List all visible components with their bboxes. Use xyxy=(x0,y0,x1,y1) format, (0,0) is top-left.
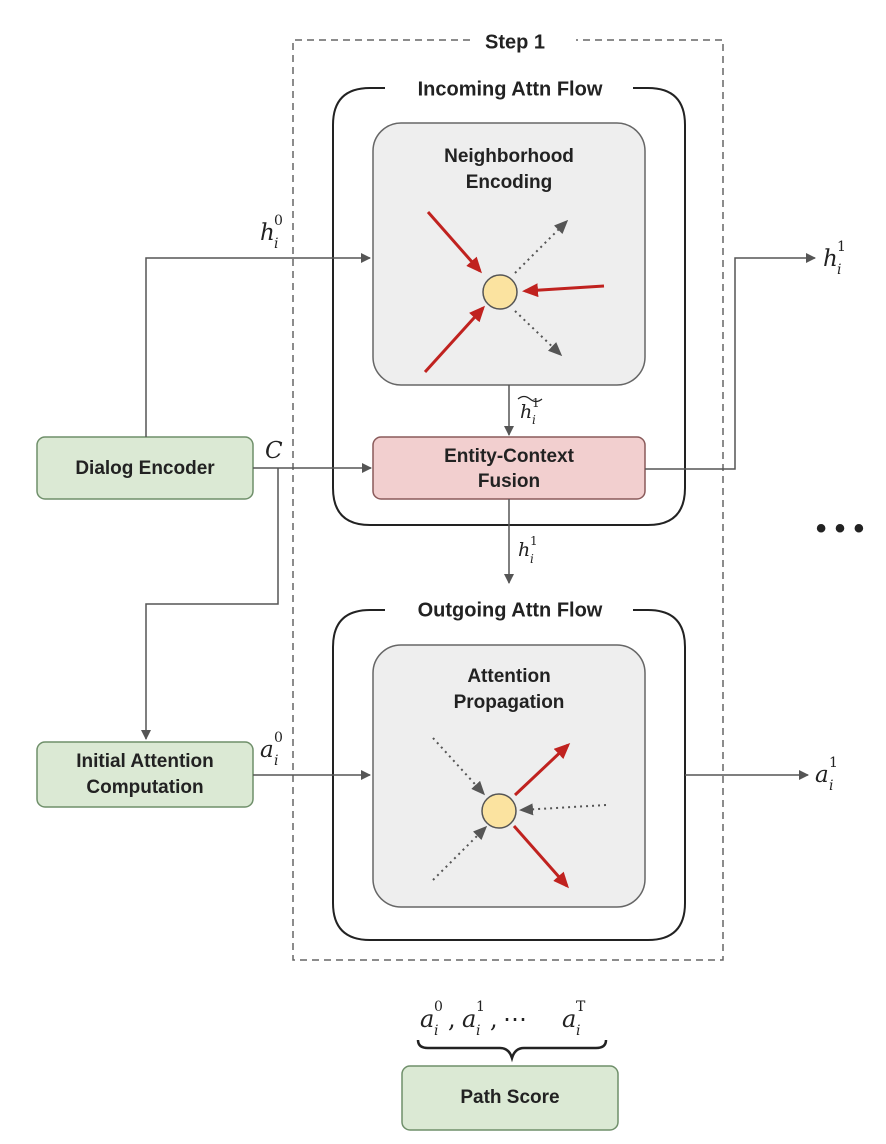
arrow-encoder-to-initial xyxy=(141,468,279,740)
dialog-encoder-label: Dialog Encoder xyxy=(75,458,215,479)
arrow-encoder-to-neighborhood xyxy=(145,253,371,437)
svg-text:a: a xyxy=(260,737,274,763)
path-score-box: Path Score xyxy=(401,1065,619,1131)
arrow-fusion-to-h-out xyxy=(645,253,816,470)
step-label: Step 1 xyxy=(485,31,545,53)
svg-text:i: i xyxy=(530,552,534,566)
a-out-label: a 1 i xyxy=(815,755,838,794)
fusion-line1: Entity-Context xyxy=(444,446,575,467)
svg-text:0: 0 xyxy=(274,730,283,746)
neighborhood-encoding-box: Neighborhood Encoding xyxy=(372,122,646,386)
svg-text:i: i xyxy=(476,1023,480,1039)
outgoing-attn-flow-title: Outgoing Attn Flow xyxy=(418,599,603,621)
c-label: C xyxy=(265,438,283,464)
svg-text:a: a xyxy=(462,1005,476,1033)
ellipsis: • • • xyxy=(816,512,864,545)
initial-attention-box: Initial Attention Computation xyxy=(36,741,254,808)
svg-text:h: h xyxy=(520,401,532,423)
underbrace xyxy=(416,1039,608,1063)
h-out-label: h 1 i xyxy=(823,239,846,278)
svg-text:,: , xyxy=(490,1005,498,1033)
attention-propagation-line1: Attention xyxy=(467,666,550,687)
svg-text:T: T xyxy=(576,999,586,1015)
step-region: Step 1 xyxy=(292,31,724,961)
svg-text:0: 0 xyxy=(274,213,283,229)
svg-text:1: 1 xyxy=(837,239,846,255)
dialog-encoder-box: Dialog Encoder xyxy=(36,436,254,500)
a-in-label: a 0 i xyxy=(260,730,283,769)
h-tilde-label: h 1 i xyxy=(517,395,543,427)
dotted-in-arrow-1 xyxy=(432,737,486,796)
neighborhood-encoding-line2: Encoding xyxy=(466,172,553,193)
svg-text:,: , xyxy=(448,1005,456,1033)
svg-text:i: i xyxy=(837,262,841,278)
svg-text:⋯: ⋯ xyxy=(503,1005,527,1033)
attention-propagation-box: Attention Propagation xyxy=(372,644,646,908)
svg-text:i: i xyxy=(829,778,833,794)
svg-text:h: h xyxy=(518,539,530,561)
dotted-arrow-up xyxy=(514,219,569,274)
svg-text:a: a xyxy=(815,762,829,788)
neighborhood-encoding-line1: Neighborhood xyxy=(444,146,574,167)
svg-text:0: 0 xyxy=(434,999,443,1015)
incoming-red-arrow-1 xyxy=(426,211,482,274)
svg-text:1: 1 xyxy=(476,999,485,1015)
svg-text:i: i xyxy=(274,236,278,252)
svg-text:a: a xyxy=(420,1005,434,1033)
initial-attention-line1: Initial Attention xyxy=(76,751,214,772)
svg-text:1: 1 xyxy=(829,755,838,771)
entity-node-bottom xyxy=(481,793,517,829)
entity-context-fusion-box: Entity-Context Fusion xyxy=(372,436,646,500)
svg-text:a: a xyxy=(562,1005,576,1033)
incoming-red-arrow-3 xyxy=(522,283,605,298)
outgoing-red-arrow-1 xyxy=(513,742,571,797)
svg-text:i: i xyxy=(434,1023,438,1039)
svg-text:i: i xyxy=(576,1023,580,1039)
attention-sequence: a 0 i , a 1 i , ⋯ a T i xyxy=(416,999,608,1063)
initial-attention-line2: Computation xyxy=(86,777,203,798)
svg-text:1: 1 xyxy=(532,396,540,410)
entity-node-top xyxy=(482,274,518,310)
svg-text:1: 1 xyxy=(530,534,538,548)
svg-text:h: h xyxy=(823,246,838,272)
attention-propagation-line2: Propagation xyxy=(454,692,565,713)
incoming-attn-flow-title: Incoming Attn Flow xyxy=(418,78,603,100)
outgoing-attn-flow-box: Outgoing Attn Flow xyxy=(332,599,686,941)
h-in-label: h 0 i xyxy=(260,213,283,252)
dotted-in-arrow-2 xyxy=(432,825,488,881)
dotted-in-arrow-3 xyxy=(519,803,607,816)
svg-text:h: h xyxy=(260,220,275,246)
outgoing-red-arrow-2 xyxy=(512,825,569,889)
svg-text:i: i xyxy=(532,413,536,427)
incoming-red-arrow-2 xyxy=(423,305,486,374)
svg-text:i: i xyxy=(274,753,278,769)
dotted-arrow-down xyxy=(514,310,563,357)
h-mid-label: h 1 i xyxy=(518,534,538,566)
fusion-line2: Fusion xyxy=(478,471,540,492)
path-score-label: Path Score xyxy=(460,1087,559,1108)
